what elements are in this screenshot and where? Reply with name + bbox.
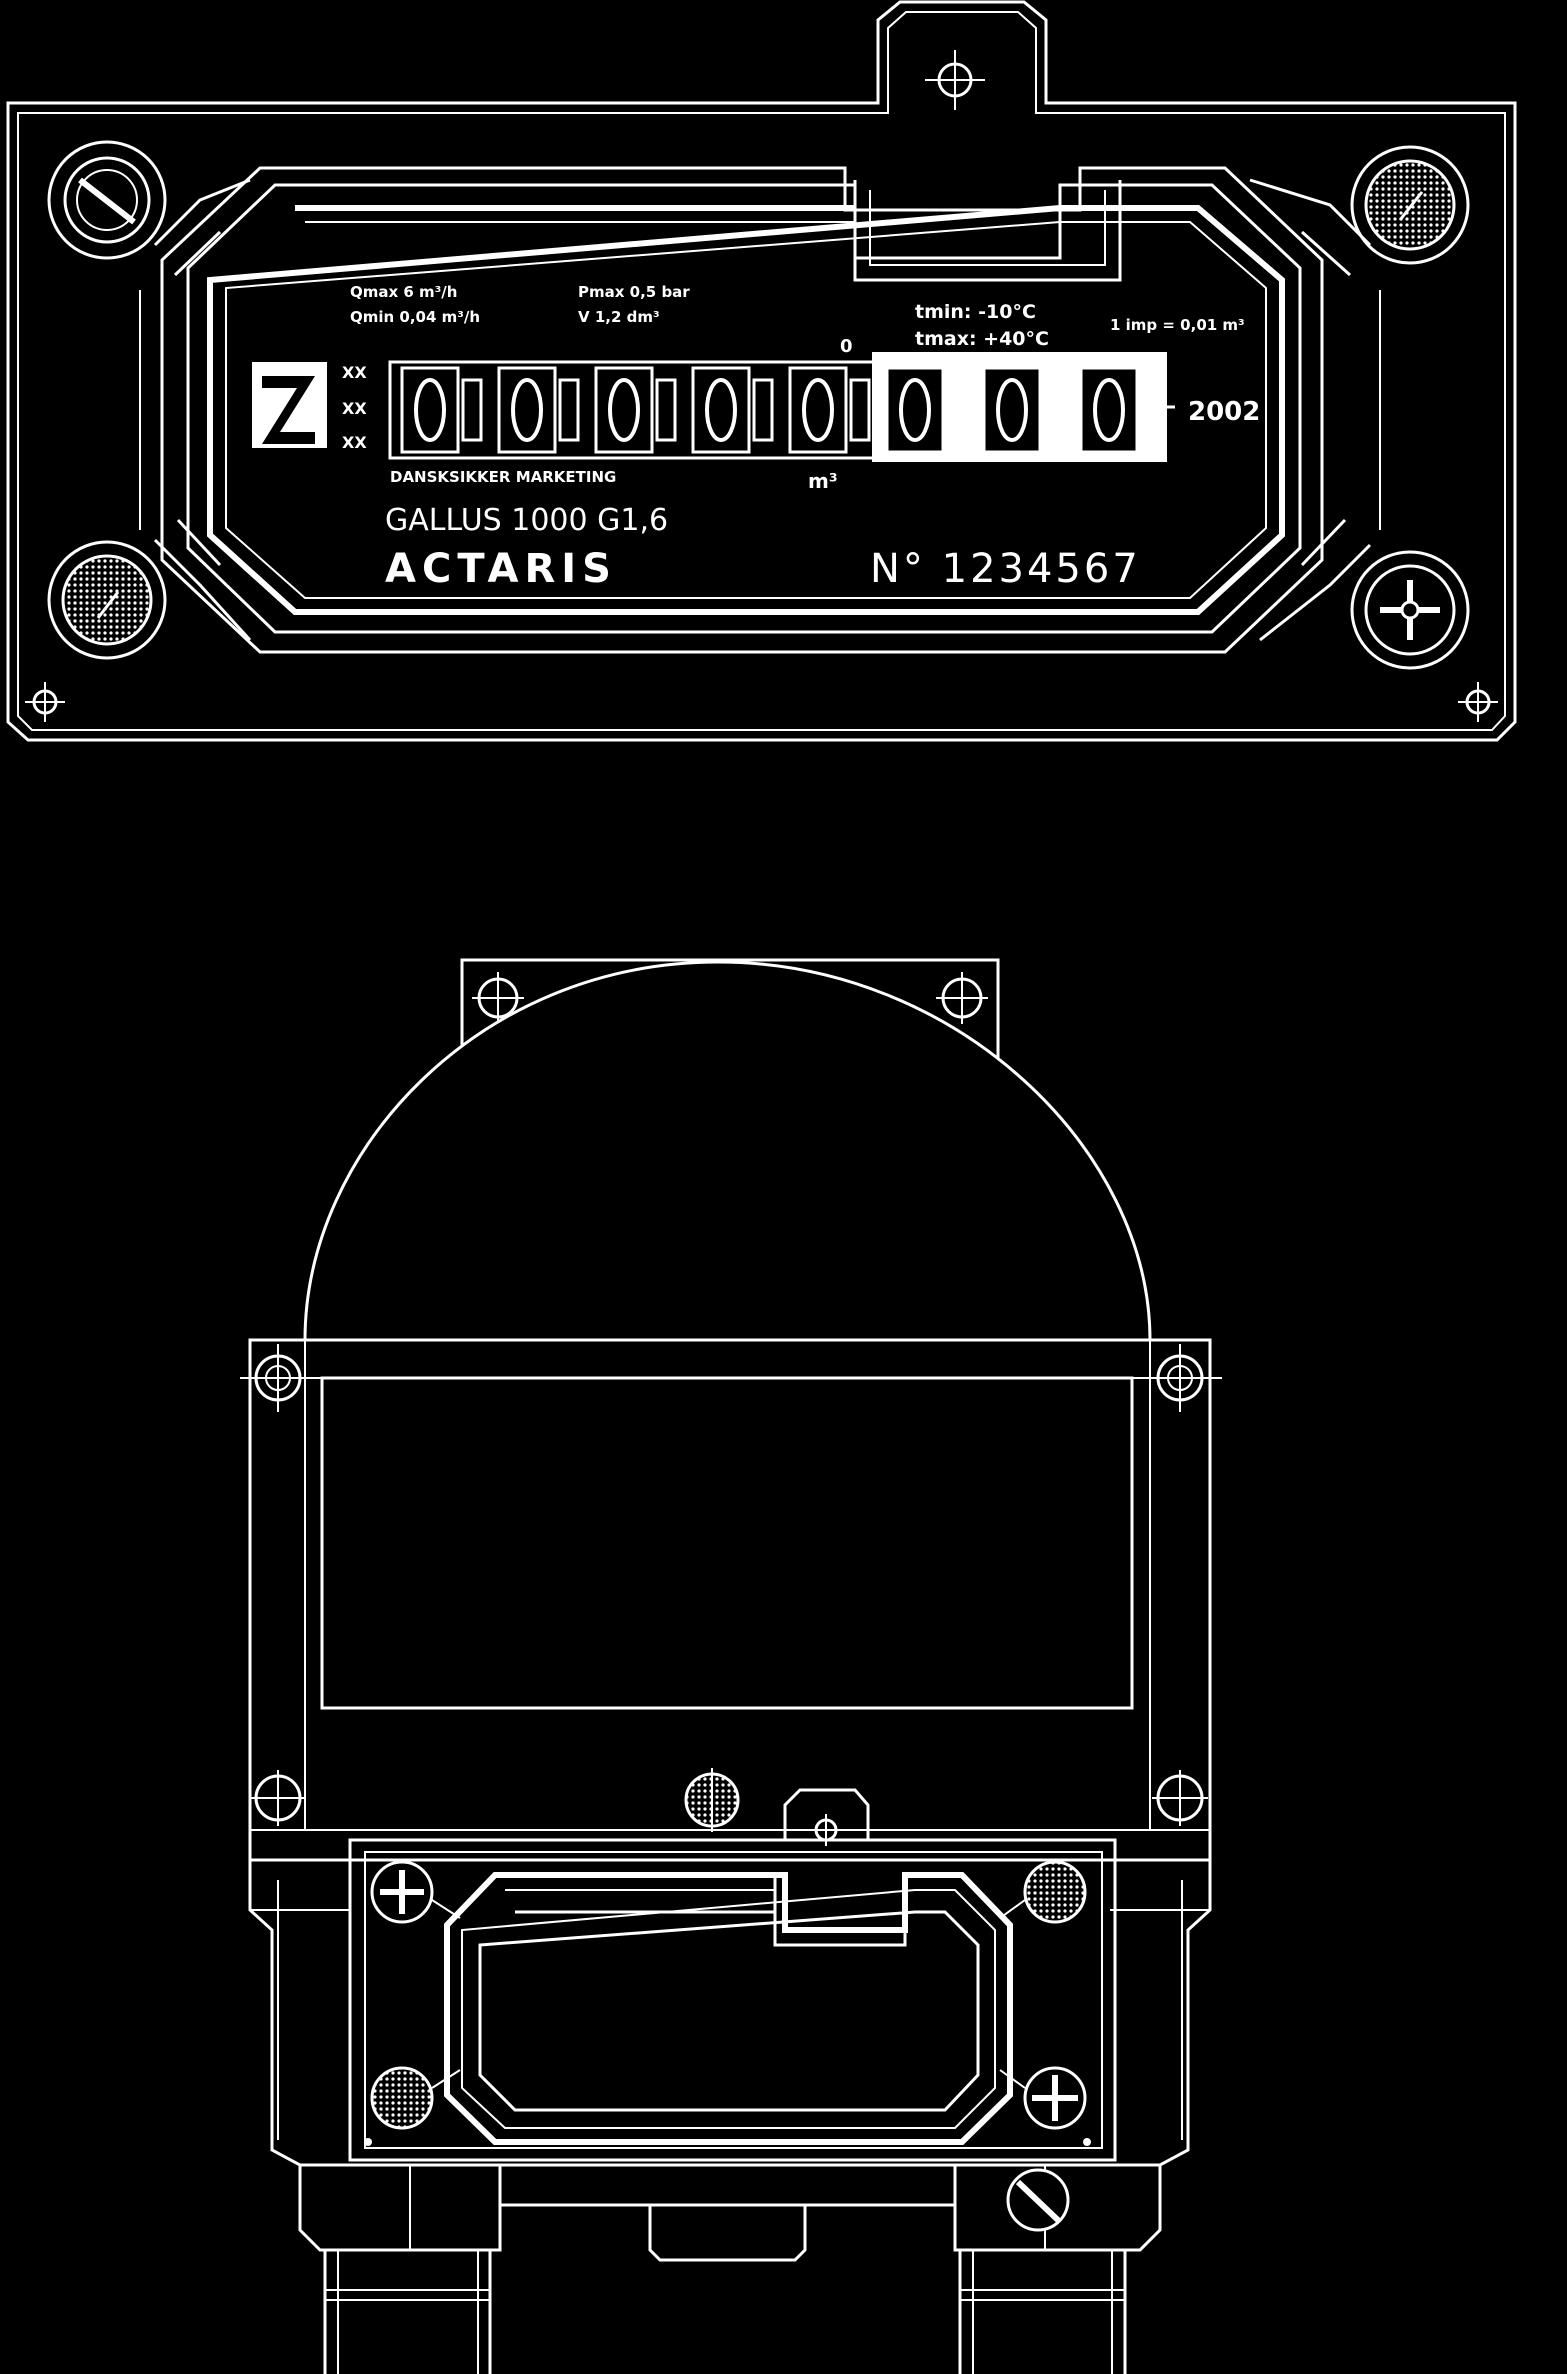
screw-bottom-right: [1350, 550, 1470, 670]
plate-small-label: DANSKSIKKER MARKETING: [390, 468, 616, 486]
seal-hatched-center: [684, 1768, 740, 1832]
bottom-center-box: [648, 2205, 807, 2262]
screw-bottom-left: [47, 540, 167, 660]
side-mark-3: XX: [342, 433, 367, 452]
lower-housing: [248, 1860, 1212, 2167]
meter-body-view: [240, 958, 1222, 2374]
spec-volume: V 1,2 dm³: [578, 308, 660, 326]
tab-screw-hole: [925, 50, 985, 110]
outlet-right: [958, 2250, 1127, 2374]
small-screw-top-left: [370, 1860, 434, 1924]
small-plate-tab: [783, 1788, 870, 1840]
nameplate-view: Qmax 6 m³/h Qmin 0,04 m³/h Pmax 0,5 bar …: [6, 0, 1517, 742]
body-bolt-upper-left: [244, 1344, 312, 1412]
bottom-right-plug: [1006, 2168, 1070, 2232]
counter-wheel: 0: [594, 366, 677, 454]
small-screw-top-right: [1023, 1860, 1087, 1924]
counter-wheel: 0: [788, 366, 871, 454]
side-mark-1: XX: [342, 363, 367, 382]
body-bolt-lower-right: [1152, 1770, 1208, 1826]
spec-qmin: Qmin 0,04 m³/h: [350, 308, 480, 326]
small-screw-bottom-right: [1023, 2066, 1087, 2130]
counter-wheel: 0: [400, 366, 483, 454]
window-notch: [853, 180, 1122, 282]
window-frame: [207, 205, 1285, 615]
spec-tmin: tmin: -10°C: [915, 301, 1036, 323]
plate-corner-hole-right: [1458, 682, 1498, 722]
counter-pulse-marker: 0: [840, 336, 853, 357]
manufacturer-logo-icon: [252, 362, 327, 448]
spec-tmax: tmax: +40°C: [915, 328, 1049, 350]
spec-pmax: Pmax 0,5 bar: [578, 283, 690, 301]
plate-brand: ACTARIS: [385, 546, 617, 592]
counter-wheel: 0: [982, 366, 1065, 454]
plate-outline: [6, 0, 1517, 742]
body-bolt-lower-left: [250, 1770, 306, 1826]
flange-bolt-left: [472, 972, 524, 1024]
counter-wheel: 0: [1079, 366, 1162, 454]
plate-corner-hole-left: [25, 682, 65, 722]
counter-unit: m³: [808, 469, 838, 493]
body-bolt-upper-right: [1146, 1344, 1214, 1412]
meter-dome: [303, 960, 1152, 1342]
counter-wheel: 0: [885, 366, 968, 454]
counter-wheel: 0: [497, 366, 580, 454]
small-bezel: [444, 1872, 1013, 2145]
counter-wheel: 0: [691, 366, 774, 454]
plate-serial: N° 1234567: [870, 546, 1141, 592]
bottom-base: [298, 2165, 1162, 2252]
spec-pulse: 1 imp = 0,01 m³: [1110, 316, 1245, 334]
screw-top-right: [1350, 145, 1470, 265]
spec-qmax: Qmax 6 m³/h: [350, 283, 457, 301]
meter-window: [320, 1376, 1134, 1710]
small-screw-bottom-left: [370, 2066, 434, 2130]
screw-top-left: [47, 140, 167, 260]
plate-model: GALLUS 1000 G1,6: [385, 503, 668, 538]
outlet-left: [323, 2250, 492, 2374]
plate-year: 2002: [1188, 397, 1260, 427]
flange-bolt-right: [936, 972, 988, 1024]
small-window: [478, 1910, 980, 2112]
small-nameplate: [348, 1838, 1117, 2162]
side-mark-2: XX: [342, 399, 367, 418]
